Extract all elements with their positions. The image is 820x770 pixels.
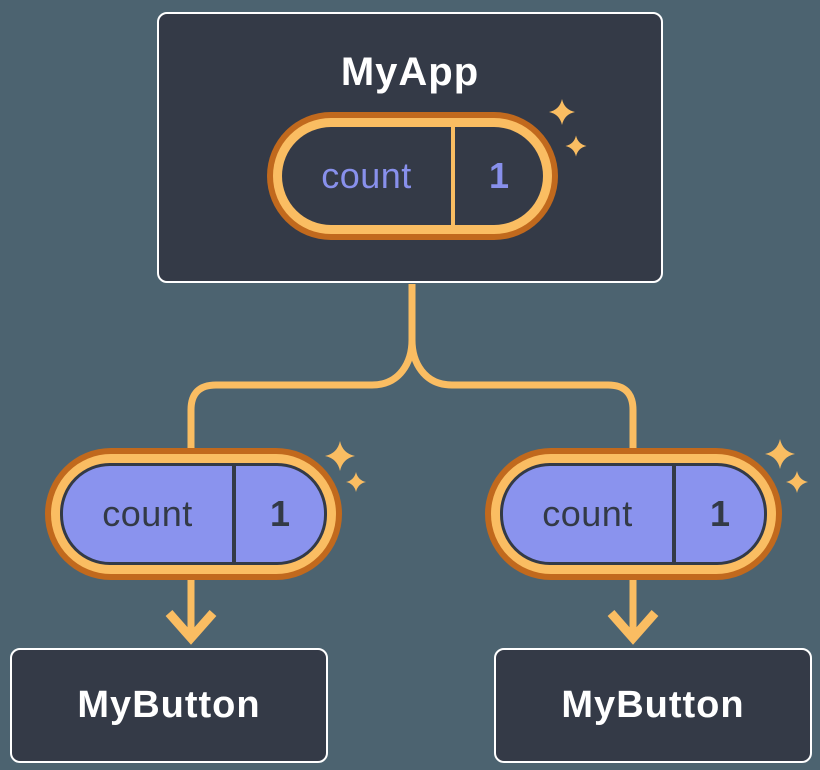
state-pill-parent: count 1 — [267, 112, 558, 240]
component-title: MyButton — [561, 684, 745, 726]
arrow-down-icon — [607, 610, 659, 645]
state-pill-ring: count 1 — [273, 118, 552, 234]
component-title: MyButton — [77, 684, 261, 726]
mybutton-component-box-right: MyButton — [494, 648, 812, 763]
state-value: 1 — [269, 493, 291, 534]
state-pill-child-right: count 1 — [485, 448, 782, 580]
state-name: count — [102, 493, 193, 534]
mybutton-component-box-left: MyButton — [10, 648, 328, 763]
state-name: count — [321, 155, 412, 196]
sparkle-icon — [325, 441, 366, 492]
component-title: MyApp — [340, 50, 480, 94]
state-pill-child-left: count 1 — [45, 448, 342, 580]
state-name: count — [542, 493, 633, 534]
state-value: 1 — [709, 493, 731, 534]
pill-divider — [672, 466, 676, 562]
arrow-down-icon — [165, 610, 217, 645]
sparkle-icon — [549, 99, 587, 157]
state-pill-body: count 1 — [282, 127, 543, 225]
connector-line-right — [408, 284, 637, 636]
state-pill-body: count 1 — [500, 463, 767, 565]
pill-divider — [451, 127, 455, 225]
state-pill-ring: count 1 — [51, 454, 336, 574]
state-value: 1 — [488, 155, 510, 196]
sparkle-icon — [765, 439, 808, 493]
state-pill-body: count 1 — [60, 463, 327, 565]
state-pill-ring: count 1 — [491, 454, 776, 574]
pill-divider — [232, 466, 236, 562]
